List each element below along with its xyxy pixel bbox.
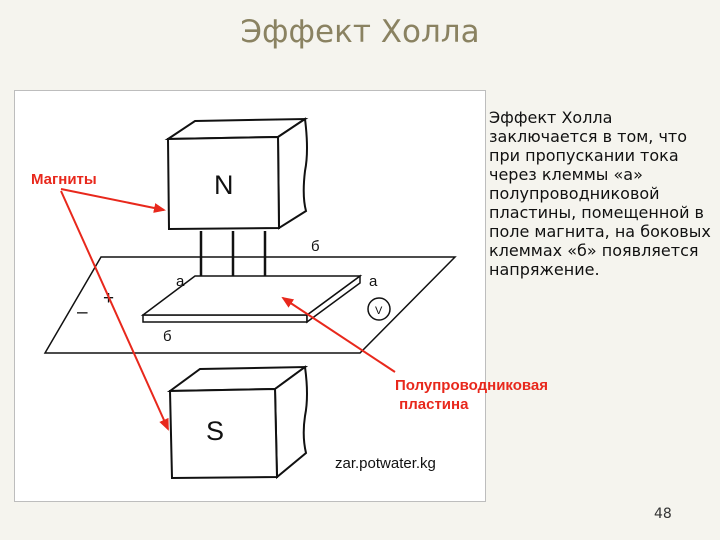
voltmeter-label: V <box>375 305 383 317</box>
hall-effect-diagram: N V а а б б + – S z <box>43 117 457 480</box>
north-magnet <box>164 117 309 231</box>
north-pole-label: N <box>214 170 234 200</box>
page-number: 48 <box>654 506 672 522</box>
hall-effect-figure: N V а а б б + – S z <box>14 90 486 502</box>
terminal-b-bottom: б <box>163 328 172 345</box>
circuit-plane <box>43 256 457 354</box>
terminal-a-right: а <box>369 273 378 290</box>
pointer-arrows <box>60 188 396 431</box>
voltmeter <box>367 297 391 321</box>
slide-title: Эффект Холла <box>240 14 480 50</box>
terminal-a-left: а <box>176 273 185 290</box>
magnets-pointer-south <box>60 190 169 431</box>
magnets-pointer-north <box>60 188 166 213</box>
terminal-b-top: б <box>311 238 320 255</box>
magnets-label: Магниты <box>31 171 97 188</box>
minus-sign: – <box>77 302 88 323</box>
semiconductor-plate <box>140 274 363 324</box>
description-text: Эффект Холла заключается в том, что при … <box>489 108 711 279</box>
source-credit: zar.potwater.kg <box>335 455 436 472</box>
plate-pointer <box>281 296 396 373</box>
south-pole-label: S <box>206 416 224 446</box>
south-magnet <box>166 365 309 480</box>
plate-label: Полупроводниковая пластина <box>395 377 549 413</box>
